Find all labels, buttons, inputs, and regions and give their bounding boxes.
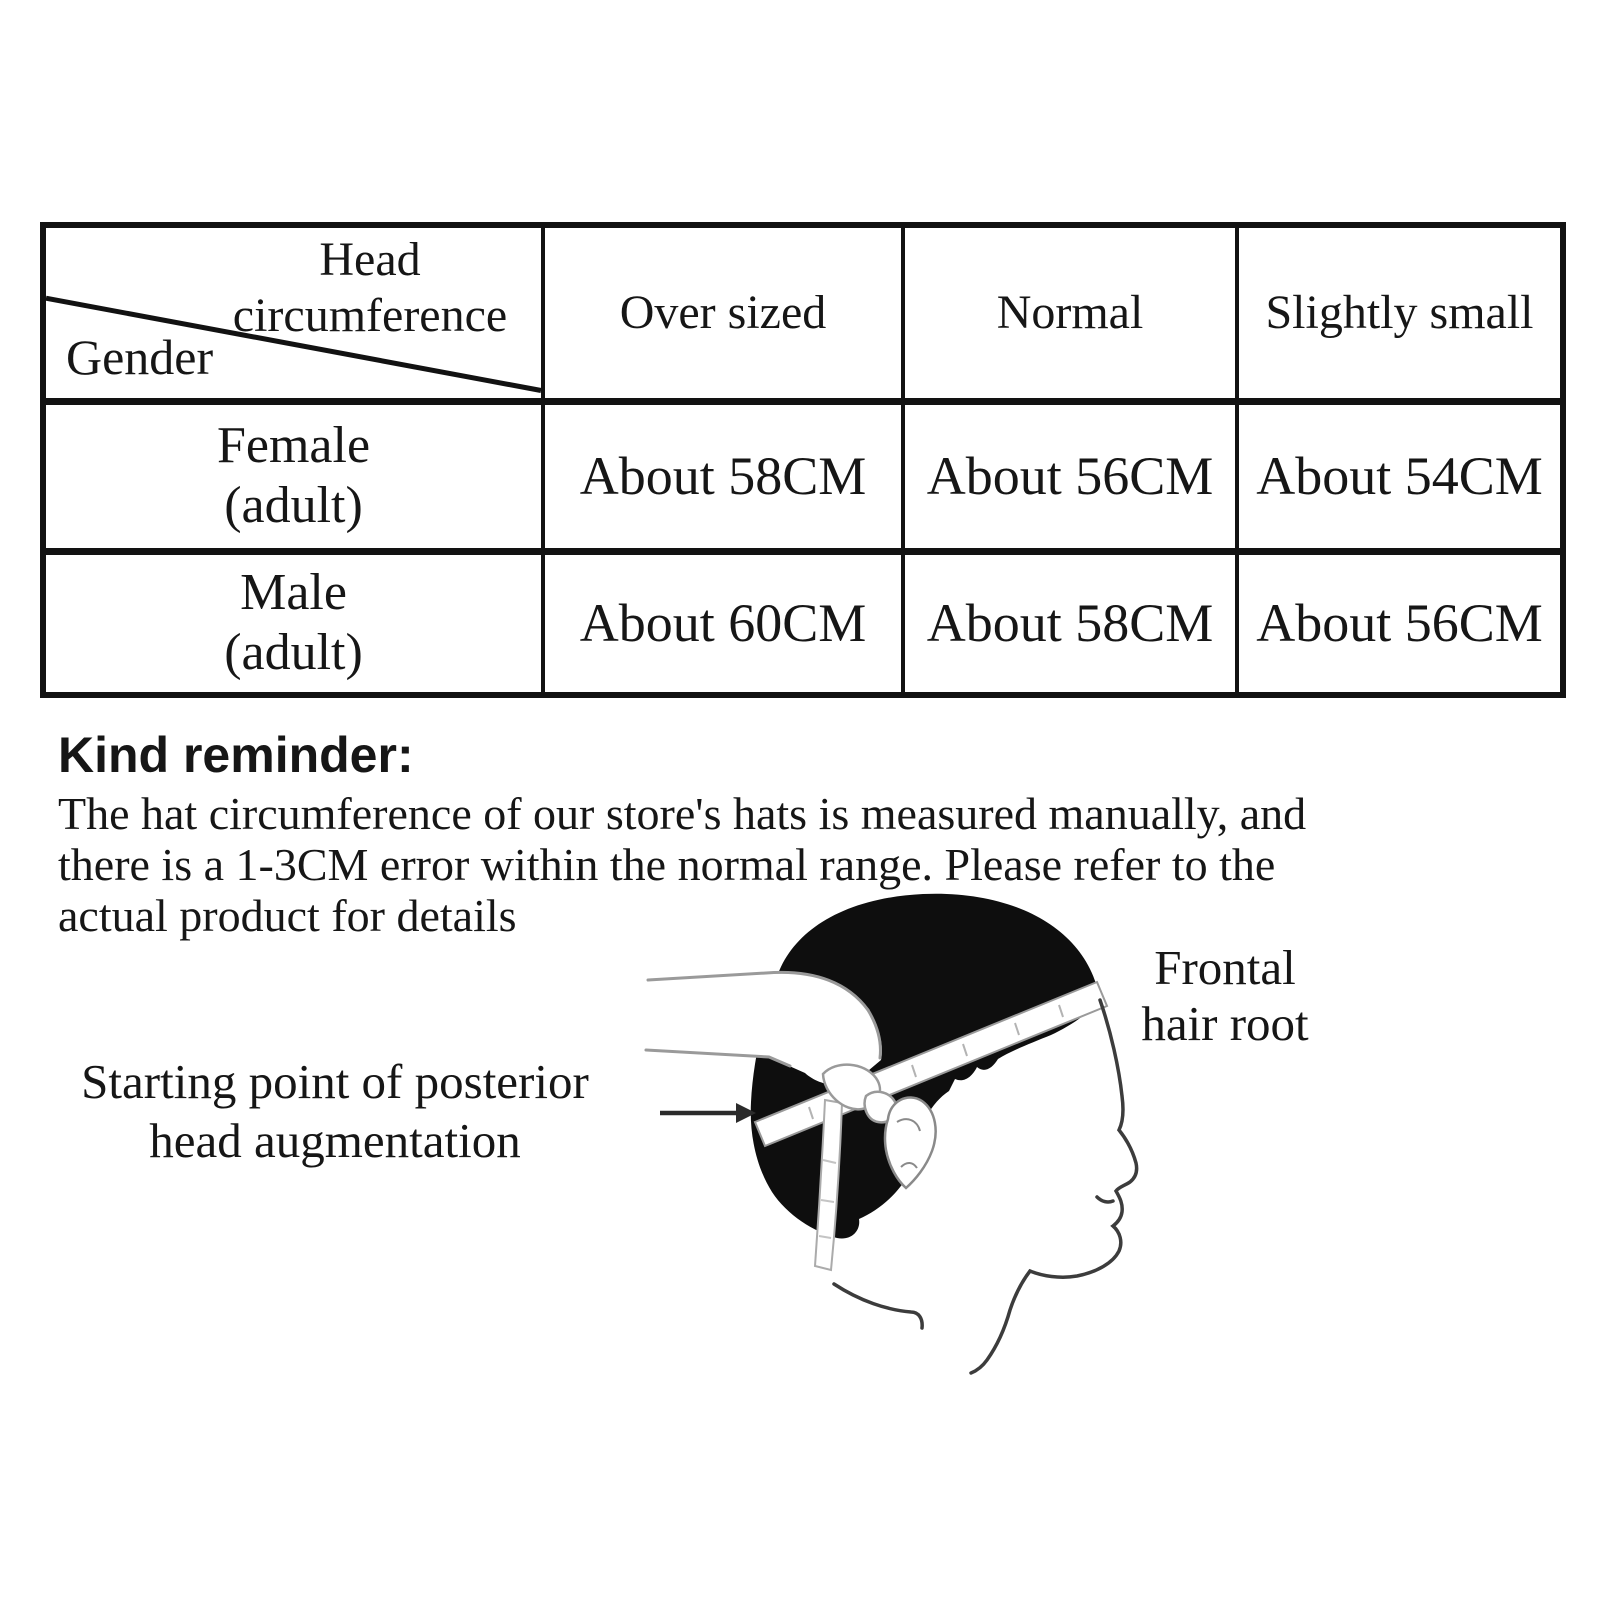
row-label-male: Male (adult): [40, 549, 545, 698]
nape-line: [832, 1282, 924, 1330]
column-header-normal: Normal: [901, 222, 1239, 405]
head-measurement-illustration: [644, 893, 1139, 1375]
posterior-label-line2: head augmentation: [149, 1113, 521, 1168]
cell-female-slightly-small: About 54CM: [1235, 399, 1566, 555]
table-corner-cell: Head circumference Gender: [40, 222, 545, 405]
column-header-slightly-small: Slightly small: [1235, 222, 1566, 405]
table-row-male: Male (adult) About 60CM About 58CM About…: [40, 549, 1566, 698]
column-header-over-sized: Over sized: [541, 222, 905, 405]
corner-top-label: Head circumference: [205, 232, 535, 344]
mouth-line: [1095, 1195, 1115, 1204]
tape-dangling-end: [813, 1098, 844, 1272]
cell-female-oversized: About 58CM: [541, 399, 905, 555]
table-row-female: Female (adult) About 58CM About 56CM Abo…: [40, 399, 1566, 555]
row-label-female-line2: (adult): [224, 477, 363, 534]
frontal-label-line1: Frontal: [1154, 940, 1296, 995]
face-profile-outline: [832, 998, 1139, 1375]
cell-male-normal: About 58CM: [901, 549, 1239, 698]
posterior-pointer-arrow: [660, 1103, 756, 1123]
corner-top-line2: circumference: [232, 289, 508, 342]
ear: [883, 1096, 937, 1190]
cell-male-oversized: About 60CM: [541, 549, 905, 698]
cell-male-slightly-small: About 56CM: [1235, 549, 1566, 698]
corner-diagonal-line: [46, 295, 541, 393]
corner-bottom-label: Gender: [66, 328, 214, 385]
corner-top-line1: Head: [319, 233, 421, 286]
cell-female-normal: About 56CM: [901, 399, 1239, 555]
row-label-male-line1: Male: [240, 564, 347, 622]
frontal-hair-root-label: Frontal hair root: [1078, 940, 1372, 1052]
posterior-label-line1: Starting point of posterior: [81, 1054, 589, 1109]
row-label-female-line1: Female: [216, 417, 371, 474]
frontal-label-line2: hair root: [1141, 996, 1309, 1051]
row-label-male-line2: (adult): [224, 624, 363, 682]
reminder-body: The hat circumference of our store's hat…: [58, 788, 1306, 941]
size-table: Head circumference Gender Over sized Nor…: [40, 222, 1566, 698]
row-label-female: Female (adult): [40, 399, 545, 555]
reminder-line-2: there is a 1-3CM error within the normal…: [58, 839, 1276, 890]
reminder-heading: Kind reminder:: [58, 727, 414, 783]
posterior-start-label: Starting point of posterior head augment…: [30, 1052, 640, 1170]
reminder-line-3: actual product for details: [58, 890, 517, 941]
reminder-line-1: The hat circumference of our store's hat…: [58, 788, 1307, 839]
